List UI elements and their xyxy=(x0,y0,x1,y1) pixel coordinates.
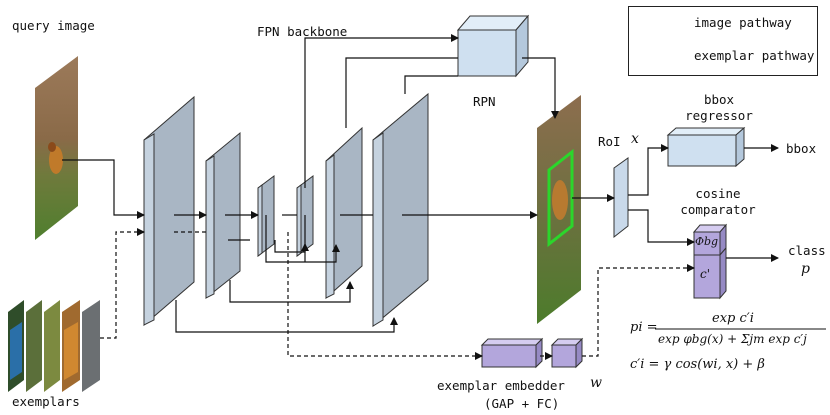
exemplar-images xyxy=(8,300,100,392)
exemplar-embedder-blocks xyxy=(480,337,584,369)
cosine-comparator-box xyxy=(692,223,728,300)
exemplar-embedder-label: exemplar embedder xyxy=(437,378,565,393)
legend-solid-label: image pathway xyxy=(694,15,792,30)
bbox-regressor-label-2: regressor xyxy=(685,108,753,123)
query-image xyxy=(35,56,78,240)
phi-bg-label: Φbg xyxy=(695,235,719,248)
equation-c: c′i = γ cos(wi, x) + β xyxy=(630,357,765,372)
image-pathway-arrows xyxy=(62,34,779,333)
equation-p-numerator: exp c′i xyxy=(712,311,754,326)
roi-label: RoI xyxy=(598,134,621,149)
embedder-subtitle: (GAP + FC) xyxy=(484,396,560,411)
cosine-comparator-label-2: comparator xyxy=(680,202,756,217)
fpn-backbone xyxy=(143,92,429,328)
bbox-regressor-box xyxy=(666,126,746,168)
query-image-label: query image xyxy=(12,18,95,33)
legend-dashed-label: exemplar pathway xyxy=(694,48,815,63)
roi-feature xyxy=(613,157,629,239)
rpn-label: RPN xyxy=(473,94,496,109)
legend-box xyxy=(628,6,818,76)
bbox-output-label: bbox xyxy=(786,141,817,156)
bbox-regressor-label-1: bbox xyxy=(703,92,735,107)
class-output-label: class xyxy=(788,243,826,258)
exemplar-pathway-arrows xyxy=(100,228,695,360)
roi-image xyxy=(537,95,581,324)
rpn-cube xyxy=(456,14,530,78)
cosine-comparator-label-1: cosine xyxy=(695,186,741,201)
class-var: p xyxy=(801,261,810,277)
detection-box xyxy=(547,148,574,248)
embedder-var: w xyxy=(590,375,602,391)
deer-figure xyxy=(49,146,63,174)
equation-p-denominator: exp φbg(x) + Σjm exp c′j xyxy=(658,332,807,346)
fpn-backbone-label: FPN backbone xyxy=(257,24,348,39)
roi-var: x xyxy=(631,131,639,147)
equation-p-lhs: pi = xyxy=(630,320,658,335)
exemplars-label: exemplars xyxy=(12,394,80,409)
c-prime-label: c' xyxy=(700,267,711,281)
